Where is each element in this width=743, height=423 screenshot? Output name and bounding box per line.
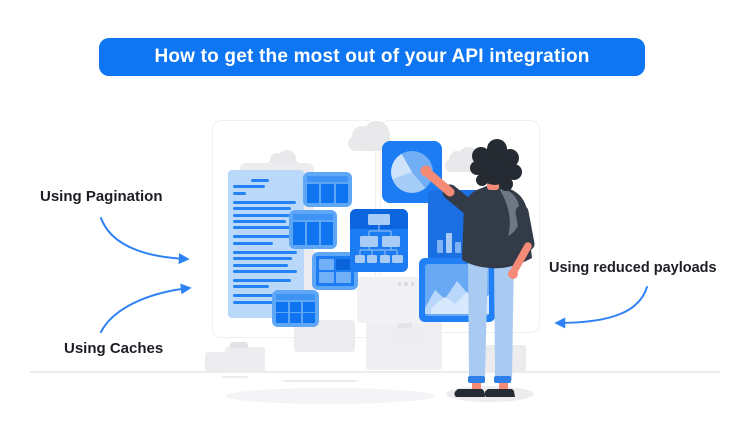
cloud-icon: [348, 121, 392, 151]
text-line: [233, 285, 270, 289]
gray-box: [205, 352, 230, 371]
label-using-caches: Using Caches: [64, 340, 164, 357]
bar: [446, 233, 452, 253]
text-line: [233, 250, 298, 254]
bar-chart-icon: [428, 190, 500, 265]
bar: [464, 230, 470, 253]
browser-window-icon: [357, 277, 420, 323]
scene-shadow: [225, 388, 435, 404]
bar: [437, 240, 443, 253]
document-text-lines: [233, 179, 299, 304]
ground-line: [30, 371, 720, 373]
text-line: [233, 269, 298, 273]
text-line: [233, 263, 289, 267]
text-line: [233, 200, 297, 204]
data-table-icon: [272, 290, 319, 327]
text-line: [233, 213, 298, 217]
area-chart-icon: [419, 258, 495, 322]
bar: [473, 238, 479, 253]
text-line: [233, 185, 265, 189]
text-line: [233, 241, 273, 245]
text-line: [233, 294, 298, 298]
text-line: [233, 257, 293, 261]
pie-icon: [391, 151, 433, 193]
folder-icon: [225, 342, 265, 372]
data-table-icon: [289, 210, 337, 249]
text-line: [233, 207, 292, 211]
text-line: [233, 300, 290, 304]
text-line: [251, 179, 269, 182]
text-line: [233, 226, 294, 230]
arrow-caches: [100, 283, 192, 333]
bar: [482, 232, 488, 253]
text-line: [233, 191, 247, 195]
folder-icon: [393, 322, 423, 343]
label-using-pagination: Using Pagination: [40, 188, 163, 205]
window-dots-icon: [397, 282, 414, 286]
label-using-reduced-payloads: Using reduced payloads: [549, 260, 717, 276]
pie-chart-icon: [382, 141, 442, 203]
cloud-icon: [445, 147, 483, 172]
flowchart-icon: [350, 209, 408, 272]
ground-streak: [222, 376, 248, 378]
text-line: [233, 219, 286, 223]
arrow-reduced-payloads: [554, 286, 648, 329]
data-table-icon: [303, 172, 352, 207]
gray-box: [484, 345, 526, 372]
bar: [455, 242, 461, 253]
page-title: How to get the most out of your API inte…: [154, 46, 590, 67]
ground-streak: [283, 380, 357, 382]
bar-chart-bars: [437, 227, 488, 253]
text-line: [233, 235, 298, 239]
arrow-pagination: [100, 217, 190, 265]
text-line: [233, 278, 292, 282]
title-banner: How to get the most out of your API inte…: [99, 38, 645, 76]
grid-tile-icon: [312, 252, 358, 290]
